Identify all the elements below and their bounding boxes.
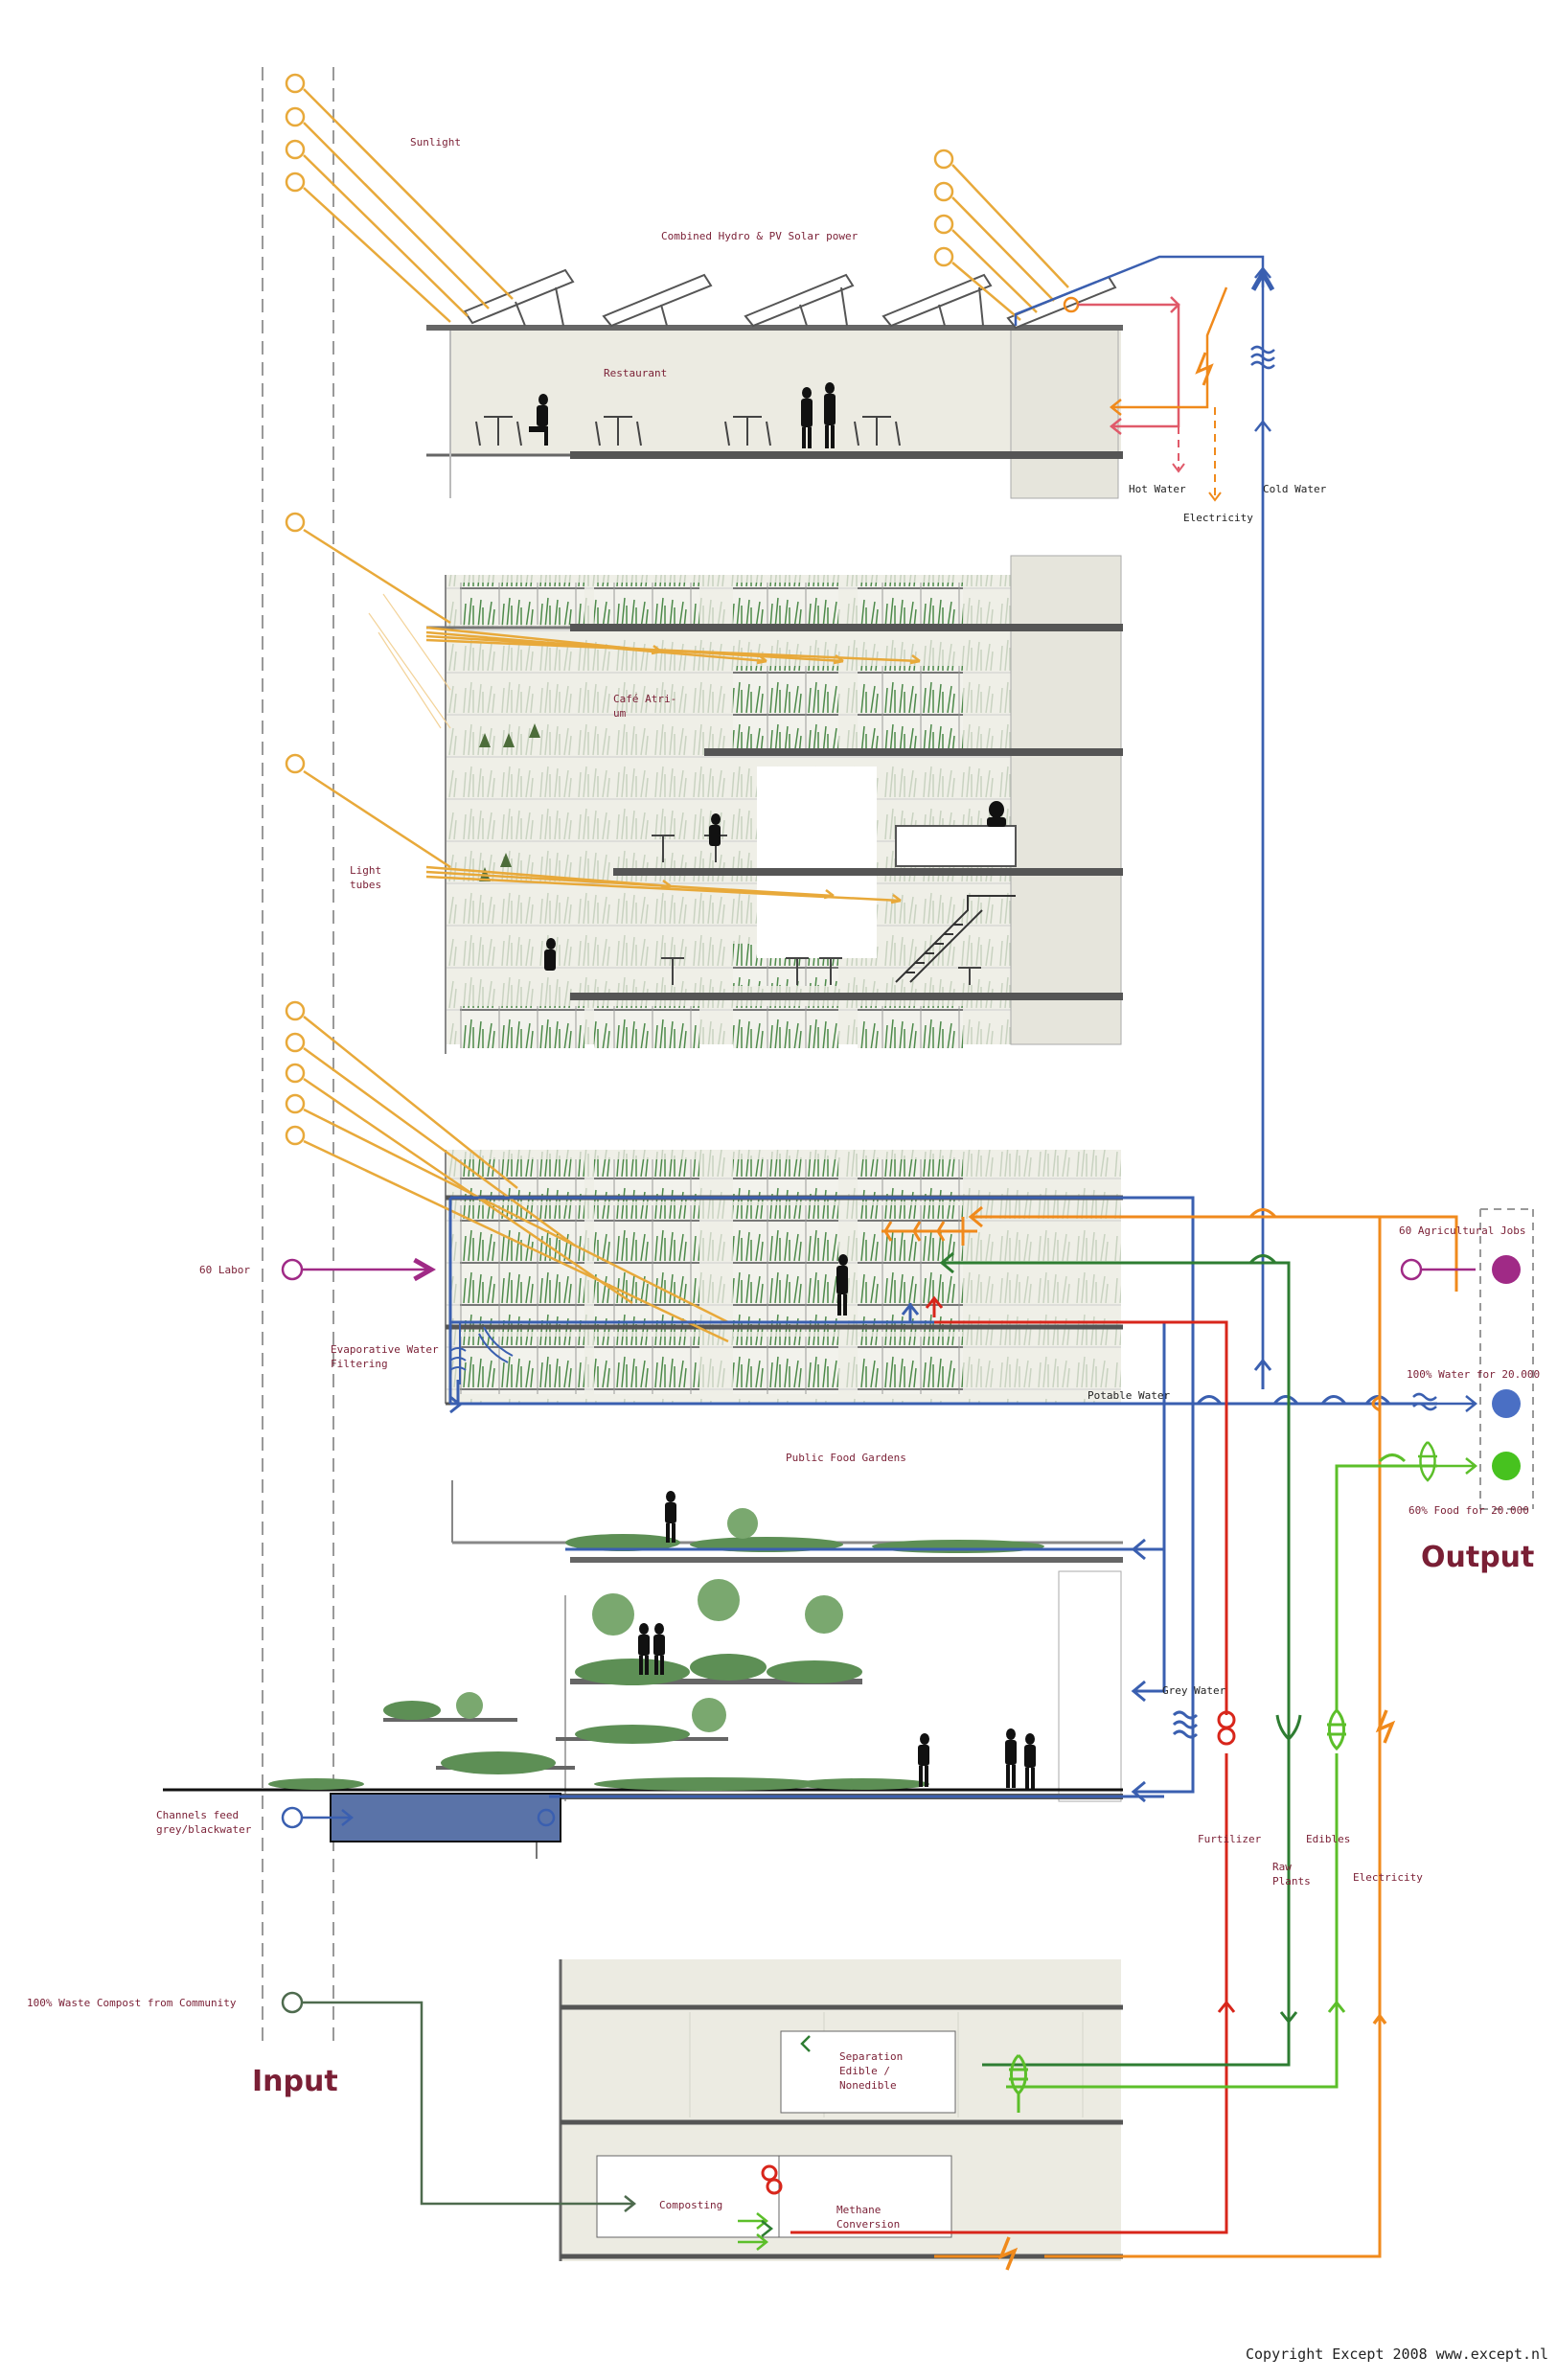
raw-plants-icon — [1275, 1705, 1302, 1741]
label-light-tubes-2: tubes — [350, 879, 381, 891]
label-combined-power: Combined Hydro & PV Solar power — [661, 230, 859, 242]
label-electricity-bottom: Electricity — [1353, 1871, 1423, 1884]
label-sunlight: Sunlight — [410, 136, 461, 149]
label-raw-1: Raw — [1272, 1861, 1292, 1873]
label-hot-water: Hot Water — [1129, 483, 1186, 495]
label-food-output: 60% Food for 20.000 — [1408, 1504, 1529, 1517]
restaurant-floor — [426, 325, 1123, 499]
electricity-bolts — [997, 1709, 1396, 2271]
label-grey-water: Grey Water — [1162, 1684, 1226, 1697]
basement-section — [559, 1959, 1123, 2261]
potable-water-bridge — [1196, 1395, 1391, 1405]
label-methane-1: Methane — [836, 2204, 881, 2216]
output-water — [1412, 1389, 1521, 1418]
light-tubes — [285, 512, 921, 904]
public-food-gardens — [163, 1480, 1123, 1859]
label-channels-1: Channels feed — [156, 1809, 239, 1821]
label-channels-2: grey/blackwater — [156, 1823, 252, 1836]
orange-bridges — [1248, 1208, 1381, 1412]
restaurant-furniture — [475, 416, 901, 446]
restaurant-people — [529, 382, 836, 448]
label-separation-3: Nonedible — [839, 2079, 897, 2092]
input-dashed-column — [262, 67, 334, 2041]
label-input: Input — [252, 2065, 338, 2098]
label-composting: Composting — [659, 2199, 722, 2211]
label-evap-1: Evaporative Water — [331, 1343, 439, 1356]
label-raw-2: Plants — [1272, 1875, 1311, 1888]
cafe-atrium-section — [426, 555, 1123, 1054]
label-labor: 60 Labor — [199, 1264, 250, 1276]
output-box — [1479, 1208, 1534, 1510]
basement-arrows — [761, 2035, 811, 2237]
raw-plants-network — [939, 1251, 1298, 2067]
label-cold-water: Cold Water — [1263, 483, 1327, 495]
label-waste-compost: 100% Waste Compost from Community — [27, 1997, 237, 2009]
label-copyright: Copyright Except 2008 www.except.nl — [1246, 2346, 1548, 2363]
label-light-tubes-1: Light — [350, 864, 381, 877]
label-potable-water: Potable Water — [1088, 1389, 1170, 1402]
sunlight-lines-agri — [285, 1000, 729, 1343]
label-restaurant: Restaurant — [604, 367, 667, 379]
top-utility-flows — [1014, 255, 1275, 1389]
output-food — [1418, 1441, 1521, 1482]
edibles-network — [1006, 1464, 1437, 2113]
grey-water-icon — [1172, 1404, 1199, 1739]
agricultural-section — [445, 1150, 1123, 1406]
light-tubes-faint — [368, 593, 451, 729]
label-methane-2: Conversion — [836, 2218, 900, 2231]
label-water-output: 100% Water for 20.000 — [1407, 1368, 1540, 1381]
dark-green-bridge — [1248, 1254, 1277, 1265]
label-public-food-gardens: Public Food Gardens — [786, 1452, 906, 1464]
label-cafe-atrium-2: um — [613, 707, 627, 720]
label-separation-1: Separation — [839, 2050, 903, 2063]
label-cafe-atrium-1: Café Atri- — [613, 693, 676, 705]
fertilizer-network — [790, 1295, 1236, 2234]
output-jobs — [1400, 1255, 1521, 1284]
label-agricultural-jobs: 60 Agricultural Jobs — [1399, 1224, 1525, 1237]
fertilizer-icon — [761, 1710, 1236, 2195]
label-edibles: Edibles — [1306, 1833, 1350, 1845]
channels-water — [281, 1793, 561, 1842]
sunlight-lines-top — [285, 73, 1069, 323]
label-output: Output — [1421, 1541, 1534, 1574]
label-evap-2: Filtering — [331, 1358, 388, 1370]
compost-arrows — [738, 2212, 769, 2251]
edibles-icon — [1009, 1453, 1407, 2096]
label-separation-2: Edible / — [839, 2065, 890, 2077]
evaporative-filter — [449, 1322, 514, 1385]
compost-flow — [281, 1991, 637, 2212]
label-electricity-top: Electricity — [1183, 512, 1253, 524]
labor-flow — [281, 1260, 431, 1279]
label-furtilizer: Furtilizer — [1198, 1833, 1262, 1845]
